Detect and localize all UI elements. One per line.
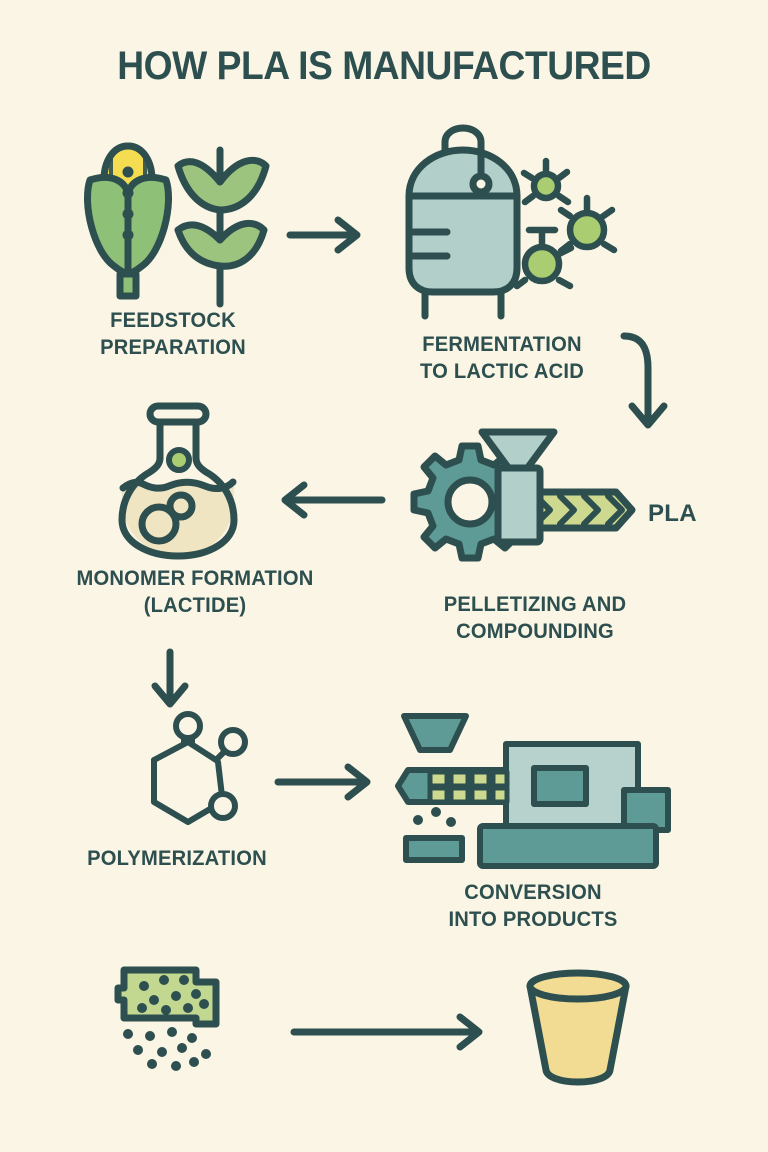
step-label-conversion: CONVERSION INTO PRODUCTS [375,880,692,934]
fermentation-tank-icon [395,124,618,320]
step-label-polymerization-line1: POLYMERIZATION [87,847,267,870]
cup-icon [520,966,645,1086]
step-label-pelletizing-line2: COMPOUNDING [456,619,614,643]
page-title: HOW PLA IS MANUFACTURED [117,44,651,88]
arrow-polymerization-to-conversion [274,762,378,802]
arrow-fermentation-to-pelletizing [606,330,676,440]
pla-inline-label: PLA [648,500,697,527]
step-label-polymerization: POLYMERIZATION [19,846,336,873]
extruder-gear-icon [408,428,653,565]
step-label-monomer-line1: MONOMER FORMATION [76,567,314,590]
step-label-feedstock-line2: PREPARATION [100,335,246,359]
pellets-icon [114,948,258,1071]
arrow-feedstock-to-fermentation [286,215,370,255]
step-label-fermentation: FERMENTATION TO LACTIC ACID [358,332,646,386]
arrow-pellets-to-cup [290,1012,490,1052]
step-label-fermentation-line1: FERMENTATION [422,333,582,356]
step-label-feedstock: FEEDSTOCK PREPARATION [34,308,312,362]
step-label-pelletizing-line1: PELLETIZING AND [443,593,627,616]
step-label-pelletizing: PELLETIZING AND COMPOUNDING [391,592,679,646]
step-label-fermentation-line2: TO LACTIC ACID [420,359,584,383]
step-label-monomer-line2: (LACTIDE) [143,593,247,617]
arrow-monomer-to-polymerization [148,648,192,710]
injection-molding-machine-icon [395,712,671,869]
step-label-conversion-line2: INTO PRODUCTS [448,907,618,931]
step-label-monomer: MONOMER FORMATION (LACTIDE) [27,566,363,620]
flask-icon [108,402,248,562]
lactide-molecule-icon [126,711,248,833]
step-label-conversion-line1: CONVERSION [464,881,602,904]
step-label-feedstock-line1: FEEDSTOCK [110,309,236,332]
arrow-pelletizing-to-monomer [278,480,388,520]
corn-plant-icon [78,136,288,311]
